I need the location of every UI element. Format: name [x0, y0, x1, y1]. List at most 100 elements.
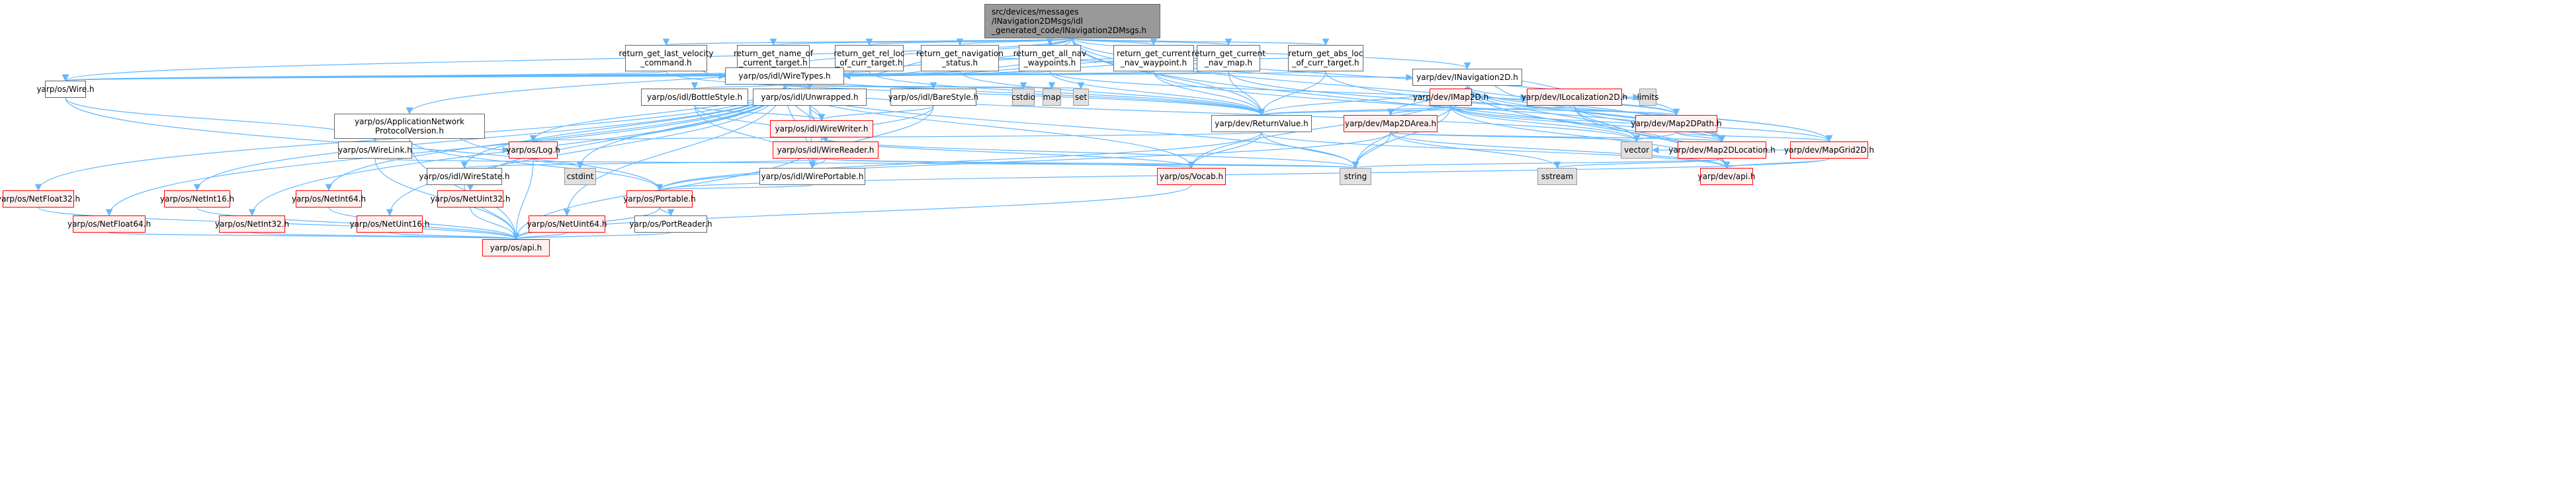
dependency-edge: [1467, 85, 1833, 143]
dependency-edge: [1390, 132, 1640, 143]
include-node-map2dpath[interactable]: yarp/dev/Map2DPath.h: [1631, 115, 1722, 132]
include-node-netint64[interactable]: yarp/os/NetInt64.h: [292, 190, 366, 208]
node-label: yarp/dev/MapGrid2D.h: [1784, 145, 1874, 155]
node-label: yarp/os/ApplicationNetwork ProtocolVersi…: [355, 117, 464, 135]
dependency-edge: [1723, 158, 1830, 169]
include-node-netuint16[interactable]: yarp/os/NetUint16.h: [350, 215, 429, 233]
include-node-netint32[interactable]: yarp/os/NetInt32.h: [215, 215, 289, 233]
node-label: yarp/os/NetInt64.h: [291, 194, 366, 204]
root-file-node[interactable]: src/devices/messages /INavigation2DMsgs/…: [984, 4, 1160, 38]
dependency-edge: [461, 158, 826, 169]
dependency-edge: [533, 158, 584, 169]
include-node-wirereader[interactable]: yarp/os/idl/WireReader.h: [773, 141, 879, 159]
include-node-rgcnm[interactable]: return_get_current _nav_map.h: [1191, 45, 1266, 71]
include-node-sstream: sstream: [1537, 168, 1577, 185]
include-node-iloc[interactable]: yarp/dev/ILocalization2D.h: [1522, 89, 1627, 106]
include-node-cstdint: cstdint: [564, 168, 596, 185]
include-node-unwrapped[interactable]: yarp/os/idl/Unwrapped.h: [753, 89, 867, 106]
node-label: yarp/dev/Map2DLocation.h: [1668, 145, 1776, 155]
node-label: yarp/os/idl/WireState.h: [419, 172, 510, 181]
dependency-edge: [869, 71, 1266, 116]
include-node-map2darea[interactable]: yarp/dev/Map2DArea.h: [1344, 115, 1438, 132]
include-node-rgrloct[interactable]: return_get_rel_loc _of_curr_target.h: [834, 45, 905, 71]
dependency-edge: [409, 138, 520, 241]
include-node-log[interactable]: yarp/os/Log.h: [506, 141, 560, 159]
include-node-wirelink[interactable]: yarp/os/WireLink.h: [338, 141, 412, 159]
node-label: return_get_all_nav _waypoints.h: [1013, 49, 1087, 67]
include-node-set: set: [1073, 89, 1089, 106]
node-label: return_get_current _nav_map.h: [1191, 49, 1266, 67]
dependency-edge: [959, 71, 1266, 116]
include-node-wirestate[interactable]: yarp/os/idl/WireState.h: [419, 168, 510, 185]
include-node-osapi[interactable]: yarp/os/api.h: [482, 239, 550, 256]
node-label: map: [1043, 93, 1061, 102]
include-node-wireportable[interactable]: yarp/os/idl/WirePortable.h: [759, 168, 865, 185]
include-node-retval[interactable]: yarp/dev/ReturnValue.h: [1211, 115, 1312, 132]
include-node-bottlestyle[interactable]: yarp/os/idl/BottleStyle.h: [641, 89, 748, 106]
dependency-edge: [656, 158, 1830, 192]
dependency-edge: [1258, 105, 1451, 116]
dependency-edge: [389, 232, 520, 241]
dependency-edge: [531, 132, 1262, 143]
include-node-map: map: [1043, 89, 1061, 106]
include-node-rgnoct[interactable]: return_get_name_of _current_target.h: [734, 45, 813, 71]
dependency-edge: [1450, 105, 1641, 143]
include-node-limits: limits: [1637, 89, 1658, 106]
node-label: return_get_last_velocity _command.h: [619, 49, 714, 67]
dependency-edge: [694, 105, 826, 122]
dependency-edge: [1258, 71, 1326, 116]
dependency-edge: [374, 158, 1358, 169]
node-label: return_get_abs_loc _of_curr_target.h: [1288, 49, 1363, 67]
node-label: yarp/dev/ReturnValue.h: [1215, 119, 1309, 128]
dependency-edge: [1187, 132, 1262, 169]
node-label: src/devices/messages /INavigation2DMsgs/…: [992, 7, 1146, 35]
include-node-appnet[interactable]: yarp/os/ApplicationNetwork ProtocolVersi…: [334, 114, 485, 139]
include-node-inav[interactable]: yarp/dev/INavigation2D.h: [1412, 69, 1522, 86]
include-node-netuint64[interactable]: yarp/os/NetUint64.h: [527, 215, 607, 233]
include-node-wirewriter[interactable]: yarp/os/idl/WireWriter.h: [770, 120, 873, 137]
include-node-wire[interactable]: yarp/os/Wire.h: [36, 81, 95, 98]
include-node-rgcnw[interactable]: return_get_current _nav_waypoint.h: [1113, 45, 1194, 71]
node-label: yarp/dev/ILocalization2D.h: [1521, 93, 1628, 102]
node-label: yarp/os/idl/BottleStyle.h: [646, 93, 743, 102]
include-node-netuint32[interactable]: yarp/os/NetUint32.h: [431, 190, 510, 208]
include-node-map2dloc[interactable]: yarp/dev/Map2DLocation.h: [1668, 141, 1776, 159]
include-node-imap[interactable]: yarp/dev/IMap2D.h: [1413, 89, 1488, 106]
node-label: return_get_navigation _status.h: [916, 49, 1004, 67]
dependency-edge: [386, 84, 785, 217]
node-label: yarp/os/idl/BareStyle.h: [888, 93, 979, 102]
node-label: yarp/dev/Map2DArea.h: [1344, 119, 1437, 128]
node-label: yarp/os/Portable.h: [623, 194, 696, 204]
include-node-netint16[interactable]: yarp/os/NetInt16.h: [160, 190, 234, 208]
include-node-barestyle[interactable]: yarp/os/idl/BareStyle.h: [888, 89, 979, 106]
include-node-devapi[interactable]: yarp/dev/api.h: [1698, 168, 1755, 185]
dependency-edge: [956, 38, 1073, 46]
include-node-vector: vector: [1621, 141, 1653, 159]
include-node-rganw[interactable]: return_get_all_nav _waypoints.h: [1013, 45, 1086, 71]
node-label: yarp/os/idl/WireReader.h: [777, 145, 875, 155]
include-node-rglvc[interactable]: return_get_last_velocity _command.h: [619, 45, 713, 71]
include-node-rgaloct[interactable]: return_get_abs_loc _of_curr_target.h: [1288, 45, 1363, 71]
include-node-rgns[interactable]: return_get_navigation _status.h: [916, 45, 1004, 71]
node-label: yarp/os/NetUint32.h: [430, 194, 511, 204]
include-node-netfloat32[interactable]: yarp/os/NetFloat32.h: [0, 190, 80, 208]
include-node-wiretypes[interactable]: yarp/os/idl/WireTypes.h: [725, 67, 844, 85]
include-node-portreader[interactable]: yarp/os/PortReader.h: [629, 215, 712, 233]
dependency-edge: [1352, 105, 1451, 169]
dependency-edge: [512, 184, 1192, 241]
include-node-mapgrid[interactable]: yarp/dev/MapGrid2D.h: [1784, 141, 1874, 159]
dependency-edge: [656, 132, 1262, 192]
node-label: yarp/os/NetUint64.h: [527, 219, 607, 229]
include-node-netfloat64[interactable]: yarp/os/NetFloat64.h: [67, 215, 151, 233]
include-node-portable[interactable]: yarp/os/Portable.h: [623, 190, 696, 208]
node-label: return_get_rel_loc _of_curr_target.h: [834, 49, 905, 67]
dependency-edge: [691, 82, 785, 90]
dependency-edge: [1352, 158, 1723, 169]
dependency-edge: [784, 81, 1084, 90]
dependency-edge: [193, 84, 785, 192]
dependency-edge: [1676, 132, 1833, 143]
include-node-vocab[interactable]: yarp/os/Vocab.h: [1157, 168, 1226, 185]
node-label: string: [1344, 172, 1367, 181]
node-label: yarp/os/NetUint16.h: [349, 219, 430, 229]
include-node-string: string: [1340, 168, 1371, 185]
